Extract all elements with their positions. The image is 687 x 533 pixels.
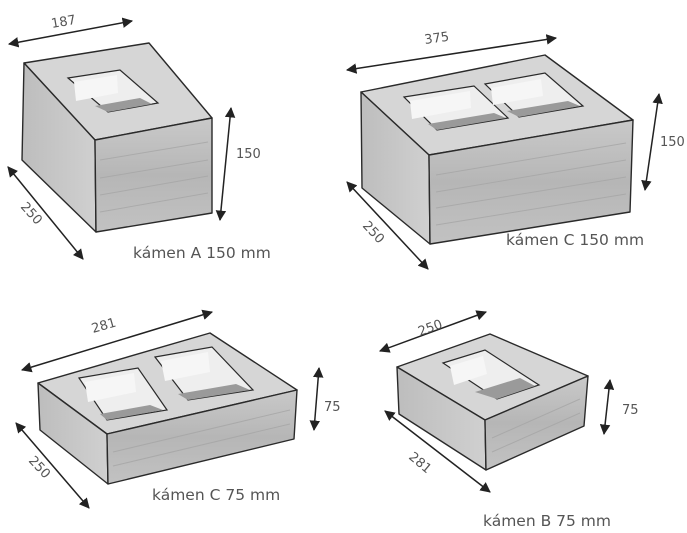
block-caption: kámen C 150 mm [506,231,644,249]
hole [483,72,585,118]
dim-side-label: 150 [660,135,685,150]
dim-side-label: 150 [236,147,261,162]
block-caption: kámen C 75 mm [152,486,280,504]
hole [66,69,160,113]
dim-depth-label: 250 [17,200,45,228]
dim-top-label: 250 [416,317,444,340]
block-a: 187 150 250 kámen A 150 mm [7,13,271,262]
dim-top-label: 375 [423,30,450,48]
hole [402,85,510,131]
block-c-150: 375 150 250 kámen C 150 mm [345,30,685,270]
block-b-75: 250 75 281 kámen B 75 mm [379,310,639,530]
dim-depth-label: 281 [405,450,434,477]
hole [441,349,541,400]
dim-side-label: 75 [324,400,341,415]
block-caption: kámen A 150 mm [133,244,271,262]
dim-side-label: 75 [622,403,639,418]
hole [77,367,169,421]
dim-top-label: 281 [90,316,118,337]
block-caption: kámen B 75 mm [483,512,611,530]
block-c-75: 281 75 250 kámen C 75 mm [15,309,341,509]
dim-depth-label: 250 [25,453,53,481]
dim-top-label: 187 [50,13,77,32]
dim-depth-label: 250 [359,218,387,246]
